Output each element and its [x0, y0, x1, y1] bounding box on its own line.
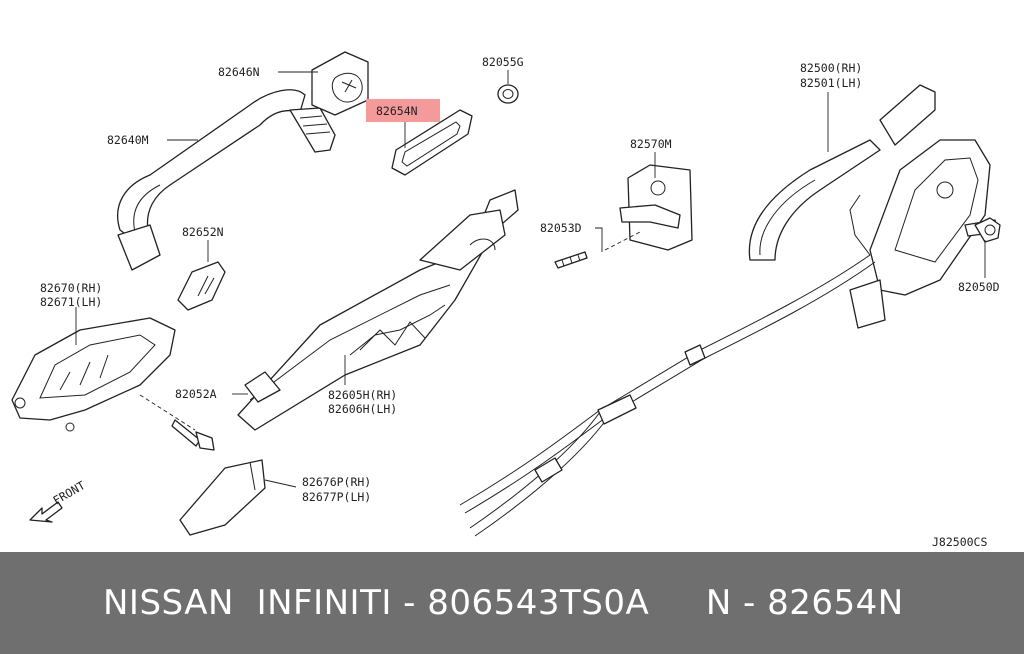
handle-frame-82605H: [237, 189, 519, 431]
clip-82050D: [974, 217, 1001, 243]
lock-cables: [459, 254, 876, 537]
label-82646N: 82646N: [218, 65, 260, 79]
label-82677P: 82677P(LH): [302, 490, 371, 504]
label-82055G: 82055G: [482, 55, 524, 69]
label-82670: 82670(RH): [40, 281, 102, 295]
label-82606H: 82606H(LH): [328, 402, 397, 416]
striker-82570M: [604, 164, 693, 251]
label-82671: 82671(LH): [40, 295, 102, 309]
front-indicator: FRONT: [29, 478, 88, 523]
label-82500: 82500(RH): [800, 61, 862, 75]
handle-cover-82676P: [179, 459, 266, 536]
label-82053D: 82053D: [540, 221, 582, 235]
gasket-82654N: [391, 109, 473, 176]
screw-82052A: [139, 394, 215, 451]
bolt-82053D: [554, 251, 588, 269]
part-number-footer: NISSAN INFINITI - 806543TS0A N - 82654N: [0, 552, 1024, 654]
escutcheon-82652N: [177, 261, 226, 311]
part-number-text: NISSAN INFINITI - 806543TS0A N - 82654N: [103, 583, 904, 623]
highlight-box: [366, 99, 440, 122]
key-cylinder-82646N: [311, 51, 369, 116]
label-82501: 82501(LH): [800, 76, 862, 90]
label-82570M: 82570M: [630, 137, 672, 151]
diagram-code: J82500CS: [932, 535, 987, 549]
leader-lines: [75, 70, 986, 488]
label-82676P: 82676P(RH): [302, 475, 371, 489]
arrow-down-left-icon: [29, 501, 63, 523]
grommet-82055G: [497, 84, 519, 104]
outside-handle-82640M: [117, 89, 336, 271]
inside-handle-82670: [11, 317, 176, 432]
label-82652N: 82652N: [182, 225, 224, 239]
front-label: FRONT: [51, 478, 88, 507]
label-82605H: 82605H(RH): [328, 388, 397, 402]
label-82654N: 82654N: [376, 104, 418, 118]
label-82050D: 82050D: [958, 280, 1000, 294]
label-82640M: 82640M: [107, 133, 149, 147]
label-82052A: 82052A: [175, 387, 217, 401]
parts-diagram: 82646N 82640M 82055G 82654N 82500(RH) 82…: [11, 51, 1001, 549]
